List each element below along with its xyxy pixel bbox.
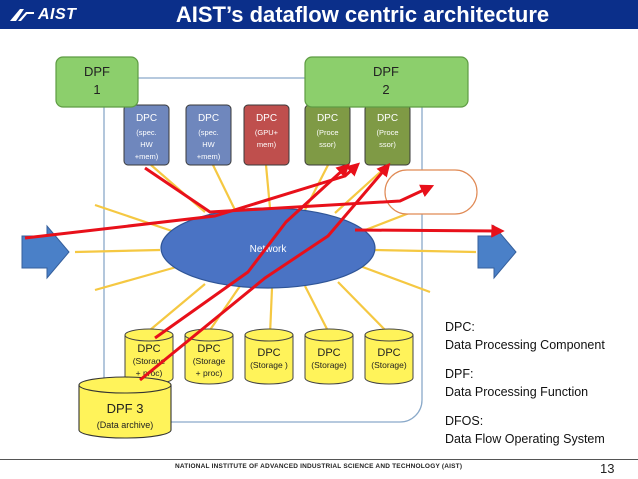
storage-cylinder-body xyxy=(304,335,354,385)
link xyxy=(149,283,206,331)
dpf1-line2: 1 xyxy=(93,82,100,97)
dpc-title: DPC xyxy=(198,113,219,124)
link xyxy=(74,248,161,254)
dpf2-box xyxy=(304,56,469,108)
logo-text: AIST xyxy=(38,5,77,23)
storage-cylinder-top xyxy=(364,328,414,342)
storage-dpc-title: DPC xyxy=(197,343,220,355)
storage-dpc-subtitle: (Storage) xyxy=(371,360,407,370)
storage-dpc-subtitle: (Storage xyxy=(133,356,166,366)
legend-dfos-def: Data Flow Operating System xyxy=(445,432,605,446)
dpc-box xyxy=(123,104,170,166)
slide-title: AIST’s dataflow centric architecture xyxy=(175,2,550,27)
flow-path-1 xyxy=(24,162,361,240)
link xyxy=(359,264,431,294)
page-number: 13 xyxy=(600,461,615,476)
link xyxy=(212,164,236,211)
storage-dpc-title: DPC xyxy=(377,347,400,359)
storage-dpc-subtitle: (Storage) xyxy=(311,360,347,370)
link xyxy=(209,285,241,331)
flow-path-3 xyxy=(354,224,505,238)
dpf3-cylinder: DPF 3 (Data archive) xyxy=(78,376,172,439)
link xyxy=(268,287,274,336)
dpc-subtitle: (spec. xyxy=(136,128,156,137)
storage-cylinder-body xyxy=(184,335,234,385)
storage-dpc-title: DPC xyxy=(257,347,280,359)
legend-dfos-term: DFOS: xyxy=(445,414,484,428)
dpc-subtitle: HW xyxy=(202,140,215,149)
dpc-subtitle: (Proce xyxy=(376,128,398,137)
dpc-title: DPC xyxy=(256,113,277,124)
header-bar: AIST AIST’s dataflow centric architectur… xyxy=(0,0,638,29)
storage-cylinder-body xyxy=(244,335,294,385)
output-arrow xyxy=(477,224,517,280)
dpf2-line2: 2 xyxy=(382,82,389,97)
legend: DPC: Data Processing Component DPF: Data… xyxy=(445,318,635,448)
dataflow-arrows xyxy=(24,162,505,382)
dpc-title: DPC xyxy=(317,113,338,124)
storage-dpc-subtitle: (Storage ) xyxy=(250,360,288,370)
aist-logo: AIST xyxy=(10,5,76,24)
link xyxy=(94,264,181,292)
legend-dpc-def: Data Processing Component xyxy=(445,338,605,352)
architecture-diagram: Network DPC (spec. HW +mem) DPC (spec. HW +mem)… xyxy=(21,56,517,439)
dpf1-box xyxy=(55,56,139,108)
dpc-title: DPC xyxy=(377,113,398,124)
dfos-oval xyxy=(384,169,478,215)
dpc-subtitle: (GPU+ xyxy=(255,128,279,137)
storage-dpc-title: DPC xyxy=(317,347,340,359)
dpc-subtitle: +mem) xyxy=(135,152,159,161)
dpf2-line1: DPF xyxy=(373,64,399,79)
footer-institute: NATIONAL INSTITUTE OF ADVANCED INDUSTRIA… xyxy=(175,463,463,470)
dpc-box xyxy=(185,104,232,166)
link xyxy=(304,285,331,336)
storage-cylinder-body xyxy=(364,335,414,385)
link xyxy=(374,248,477,254)
dpc-subtitle: mem) xyxy=(257,140,277,149)
storage-dpc-subtitle: + proc) xyxy=(196,368,223,378)
dpc-subtitle: +mem) xyxy=(197,152,221,161)
dpc-subtitle: ssor) xyxy=(379,140,396,149)
dpc-subtitle: (Proce xyxy=(316,128,338,137)
legend-dpf-term: DPF: xyxy=(445,367,474,381)
dpc-subtitle: (spec. xyxy=(198,128,218,137)
top-dpc-row: DPC (spec. HW +mem) DPC (spec. HW +mem) DPC (GPU+… xyxy=(123,104,411,166)
storage-dpc-subtitle: (Storage xyxy=(193,356,226,366)
link xyxy=(150,164,206,213)
storage-cylinder-top xyxy=(244,328,294,342)
dpc-subtitle: ssor) xyxy=(319,140,336,149)
dpf3-line1: DPF 3 xyxy=(107,401,144,416)
link xyxy=(94,203,176,234)
aist-logo-icon xyxy=(10,8,34,21)
footer-divider xyxy=(0,459,638,460)
network-label: Network xyxy=(250,244,288,255)
dpc-subtitle: HW xyxy=(140,140,153,149)
dpf3-line2: (Data archive) xyxy=(97,420,154,430)
dpc-box xyxy=(243,104,290,166)
flow-path-4 xyxy=(139,162,391,382)
link xyxy=(337,281,391,336)
legend-dpf-def: Data Processing Function xyxy=(445,385,589,399)
dpf1-line1: DPF xyxy=(84,64,110,79)
dpc-title: DPC xyxy=(136,113,157,124)
legend-dpc-term: DPC: xyxy=(445,320,475,334)
flow-path-5 xyxy=(154,163,350,340)
storage-dpc-title: DPC xyxy=(137,343,160,355)
storage-cylinder-top xyxy=(304,328,354,342)
